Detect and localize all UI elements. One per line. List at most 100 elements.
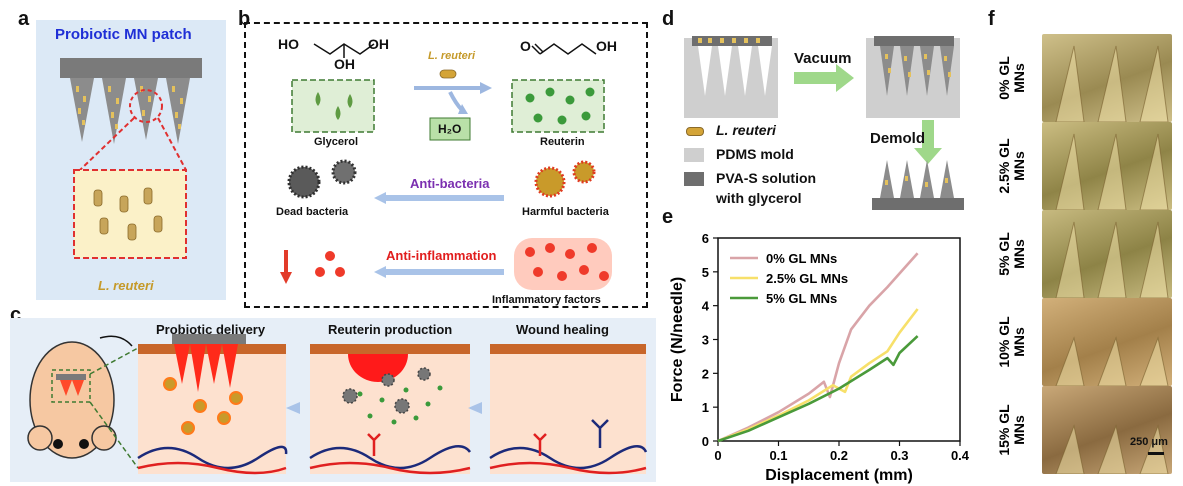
d-legend-label-2: PVA-S solution	[716, 170, 817, 186]
series-line-0	[717, 252, 919, 443]
panel-label-d: d	[662, 8, 675, 30]
d-legend-swatch-1	[684, 148, 704, 162]
f-needle	[1097, 45, 1127, 122]
x-tick-label: 0.4	[951, 448, 970, 463]
x-tick-label: 0	[714, 448, 721, 463]
demold-arrow	[914, 120, 942, 164]
f-needle	[1139, 221, 1169, 298]
f-needle	[1097, 424, 1127, 474]
demold-label: Demold	[870, 130, 926, 147]
panel-b-frame	[244, 22, 648, 308]
reuterin-oh: OH	[596, 38, 617, 54]
plot-frame	[717, 237, 961, 442]
y-tick-label: 3	[702, 333, 709, 348]
f-needle	[1139, 45, 1169, 122]
x-tick-label: 0.2	[830, 448, 848, 463]
y-tick-label: 5	[702, 265, 709, 280]
f-needle	[1055, 133, 1085, 210]
a-bacteria-label: L. reuteri	[98, 278, 154, 293]
f-needle	[1055, 221, 1085, 298]
scale-bar	[1148, 452, 1164, 455]
f-needle	[1139, 424, 1169, 474]
f-micrograph-needles-2	[1055, 221, 1169, 298]
antiinflammation-label: Anti-inflammation	[386, 248, 497, 263]
step-probiotic-delivery: Probiotic delivery	[156, 322, 266, 337]
skin-step1	[137, 334, 288, 475]
b-bacteria-label: L. reuteri	[428, 50, 476, 62]
inflammatory-factors-icon	[525, 243, 609, 281]
f-micrograph-0	[1042, 34, 1172, 122]
zoomed-bacteria	[93, 187, 163, 241]
f-micrograph-needles-4	[1055, 424, 1169, 474]
wound-healing-illustration	[27, 334, 648, 475]
microneedles	[70, 78, 190, 144]
legend-label-0: 0% GL MNs	[766, 251, 837, 266]
f-micrograph-1	[1042, 122, 1172, 210]
needle-bacteria	[76, 86, 183, 129]
dead-bacteria-label: Dead bacteria	[276, 206, 349, 218]
panel-label-e: e	[662, 206, 674, 228]
d-legend-swatch-2	[684, 172, 704, 186]
d-legend-label-3: with glycerol	[716, 190, 802, 206]
y-tick-label: 2	[702, 366, 709, 381]
x-axis-label: Displacement (mm)	[765, 467, 913, 484]
skin-step3	[489, 344, 648, 475]
glycerol-oh-bottom: OH	[334, 56, 355, 72]
harmful-bacteria-icon	[534, 160, 596, 198]
panel-label-f: f	[988, 8, 995, 30]
harmful-bacteria-label: Harmful bacteria	[522, 206, 609, 218]
legend-label-2: 5% GL MNs	[766, 291, 837, 306]
mn-patch-illustration	[60, 58, 202, 259]
series-line-1	[717, 308, 919, 443]
f-needle	[1097, 133, 1127, 210]
step-reuterin-production: Reuterin production	[328, 322, 453, 337]
reuterin-mechanism-illustration	[280, 43, 612, 290]
f-micrograph-needles-0	[1055, 45, 1169, 122]
vacuum-label: Vacuum	[794, 50, 852, 67]
patch-title: Probiotic MN patch	[55, 26, 192, 43]
f-needle	[1097, 221, 1127, 298]
d-legend-label-1: PDMS mold	[716, 146, 794, 162]
f-micrograph-needles-3	[1055, 336, 1169, 386]
panel-label-a: a	[18, 8, 30, 30]
patch-base	[60, 58, 202, 78]
zoom-box	[73, 169, 187, 259]
y-tick-label: 0	[702, 434, 709, 449]
y-tick-label: 4	[702, 299, 710, 314]
final-mn-patch	[872, 198, 964, 210]
glycerol-oh-right: OH	[368, 36, 389, 52]
y-tick-label: 1	[702, 400, 709, 415]
glycerol-label: Glycerol	[314, 136, 359, 148]
water-label: H₂O	[438, 122, 462, 136]
panel-label-c: c	[10, 304, 22, 326]
f-needle	[1055, 336, 1085, 386]
f-needle	[1139, 336, 1169, 386]
f-micrograph-needles-1	[1055, 133, 1169, 210]
fabrication-illustration	[684, 36, 964, 210]
zoom-circle	[129, 89, 163, 123]
y-tick-label: 6	[702, 231, 709, 246]
x-tick-label: 0.3	[890, 448, 908, 463]
f-micrograph-4	[1042, 386, 1172, 474]
f-needle	[1097, 336, 1127, 386]
inflammatory-factors-label: Inflammatory factors	[492, 294, 601, 306]
scale-bar-label: 250 μm	[1130, 436, 1168, 448]
step-wound-healing: Wound healing	[516, 322, 609, 337]
panel-label-b: b	[238, 8, 251, 30]
f-needle	[1139, 133, 1169, 210]
y-axis-label: Force (N/needle)	[669, 277, 686, 402]
f-micrograph-3	[1042, 298, 1172, 386]
legend-label-1: 2.5% GL MNs	[766, 271, 848, 286]
f-needle	[1055, 424, 1085, 474]
